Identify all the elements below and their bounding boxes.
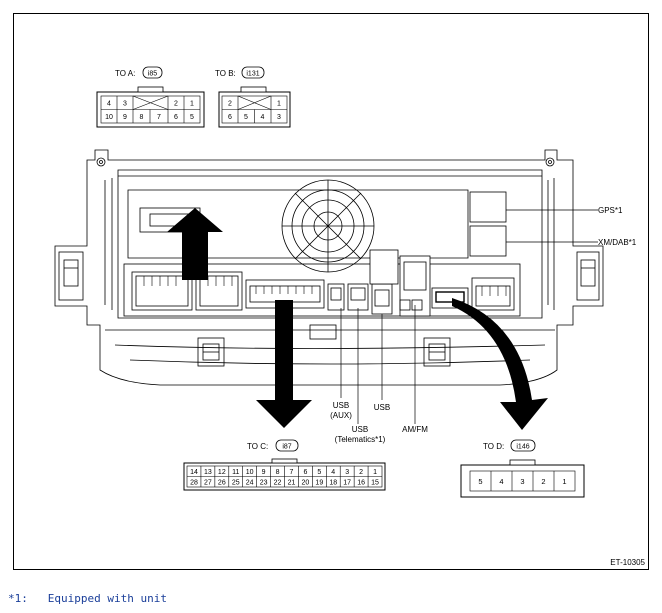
figure-id: ET-10305	[610, 558, 645, 567]
connector-c-pin: 11	[232, 469, 239, 476]
connector-c-id-badge	[275, 439, 299, 452]
connector-a-pin: 7	[157, 114, 161, 121]
connector-b: TO B: i131 2 1 6 5 4 3	[215, 66, 291, 128]
connector-b-pin: 4	[261, 114, 265, 121]
callout-usb-aux-line2: (AUX)	[330, 411, 352, 420]
footnote: *1: Equipped with unit	[8, 592, 167, 605]
head-unit	[54, 149, 604, 386]
diagram-frame	[13, 13, 649, 570]
connector-d-latch	[509, 459, 536, 466]
connector-d-label: TO D:	[483, 442, 504, 451]
connector-c-pin: 17	[343, 480, 351, 487]
connector-c-pin: 26	[218, 480, 226, 487]
connector-c-pin: 27	[204, 480, 212, 487]
connector-c-pin: 3	[345, 469, 349, 476]
callout-xm-dab: XM/DAB*1	[598, 238, 637, 247]
unit-rear-face	[117, 169, 543, 319]
connector-a-id: i85	[148, 71, 157, 78]
connector-c-pin: 1	[373, 469, 377, 476]
connector-c-pin: 16	[357, 480, 365, 487]
connector-b-id-badge	[241, 66, 265, 79]
callout-leaders	[340, 209, 598, 424]
connector-c-id: i87	[282, 444, 291, 451]
connector-a-pin: 6	[174, 114, 178, 121]
connector-b-pin: 5	[244, 114, 248, 121]
connector-c-latch	[271, 458, 298, 464]
connector-c-pin: 6	[303, 469, 307, 476]
callout-usb-telematics-line1: USB	[352, 425, 368, 434]
connector-d: TO D: i146 5 4 3 2 1	[460, 439, 585, 498]
connector-c-pin: 18	[329, 480, 337, 487]
connector-c-label: TO C:	[247, 442, 268, 451]
connector-d-pin: 5	[478, 477, 482, 486]
connector-c-pin: 8	[276, 469, 280, 476]
connector-a-pin: 4	[107, 101, 111, 108]
connector-d-pin: 4	[499, 477, 503, 486]
connector-a-label: TO A:	[115, 69, 135, 78]
connector-d-pin: 2	[541, 477, 545, 486]
connector-a-pin: 9	[123, 114, 127, 121]
connector-c-pin: 23	[260, 480, 268, 487]
connector-b-pin: 6	[228, 114, 232, 121]
connector-c-pin: 22	[274, 480, 282, 487]
connector-c-pin: 9	[262, 469, 266, 476]
connector-c-pin: 4	[331, 469, 335, 476]
connector-c-pin: 2	[359, 469, 363, 476]
connector-a-pin: 5	[190, 114, 194, 121]
connector-a-pin: 8	[140, 114, 144, 121]
connector-b-pin: 2	[228, 101, 232, 108]
connector-a: TO A: i85 4 3 2 1 10 9 8 7 6 5	[96, 66, 205, 128]
connector-c-pin: 20	[301, 480, 309, 487]
arrow-to-a	[167, 208, 223, 280]
connector-c-pin: 14	[190, 469, 198, 476]
connector-b-latch	[240, 86, 267, 93]
connector-c-pin: 13	[204, 469, 212, 476]
footnote-marker: *1:	[8, 592, 28, 605]
connector-a-pin: 1	[190, 101, 194, 108]
connector-c-pin: 21	[288, 480, 296, 487]
footnote-text: Equipped with unit	[47, 592, 167, 605]
connector-c-pin: 19	[315, 480, 323, 487]
arrow-to-c	[256, 300, 312, 428]
connector-b-id: i131	[246, 71, 259, 78]
connector-b-pin: 3	[277, 114, 281, 121]
connector-b-pin: 1	[277, 101, 281, 108]
connector-c-pin: 12	[218, 469, 226, 476]
callout-usb: USB	[374, 403, 390, 412]
connector-c-pin: 7	[290, 469, 294, 476]
connector-d-pin: 3	[520, 477, 524, 486]
callout-am-fm: AM/FM	[402, 425, 428, 434]
unit-ports	[123, 191, 521, 317]
connector-d-id: i146	[516, 444, 529, 451]
connector-a-pin: 2	[174, 101, 178, 108]
connector-c-pin: 24	[246, 480, 254, 487]
callout-gps: GPS*1	[598, 206, 623, 215]
connector-c-pin: 5	[317, 469, 321, 476]
cooling-fan	[281, 179, 375, 273]
callout-usb-telematics-line2: (Telematics*1)	[335, 435, 386, 444]
connector-c-pin: 25	[232, 480, 240, 487]
connector-d-id-badge	[510, 439, 536, 452]
unit-housing-outline	[54, 149, 604, 386]
connector-c-pin: 15	[371, 480, 379, 487]
callout-usb-aux-line1: USB	[333, 401, 349, 410]
connector-c-pin: 10	[246, 469, 254, 476]
arrow-to-d	[452, 298, 548, 430]
connector-c-pin: 28	[190, 480, 198, 487]
connector-b-label: TO B:	[215, 69, 236, 78]
connector-a-id-badge	[142, 66, 163, 79]
connector-d-pin: 1	[562, 477, 566, 486]
connector-a-pin: 10	[105, 114, 113, 121]
connector-a-pin: 3	[123, 101, 127, 108]
connector-a-latch	[137, 86, 164, 93]
port-pin-ticks	[143, 276, 507, 296]
